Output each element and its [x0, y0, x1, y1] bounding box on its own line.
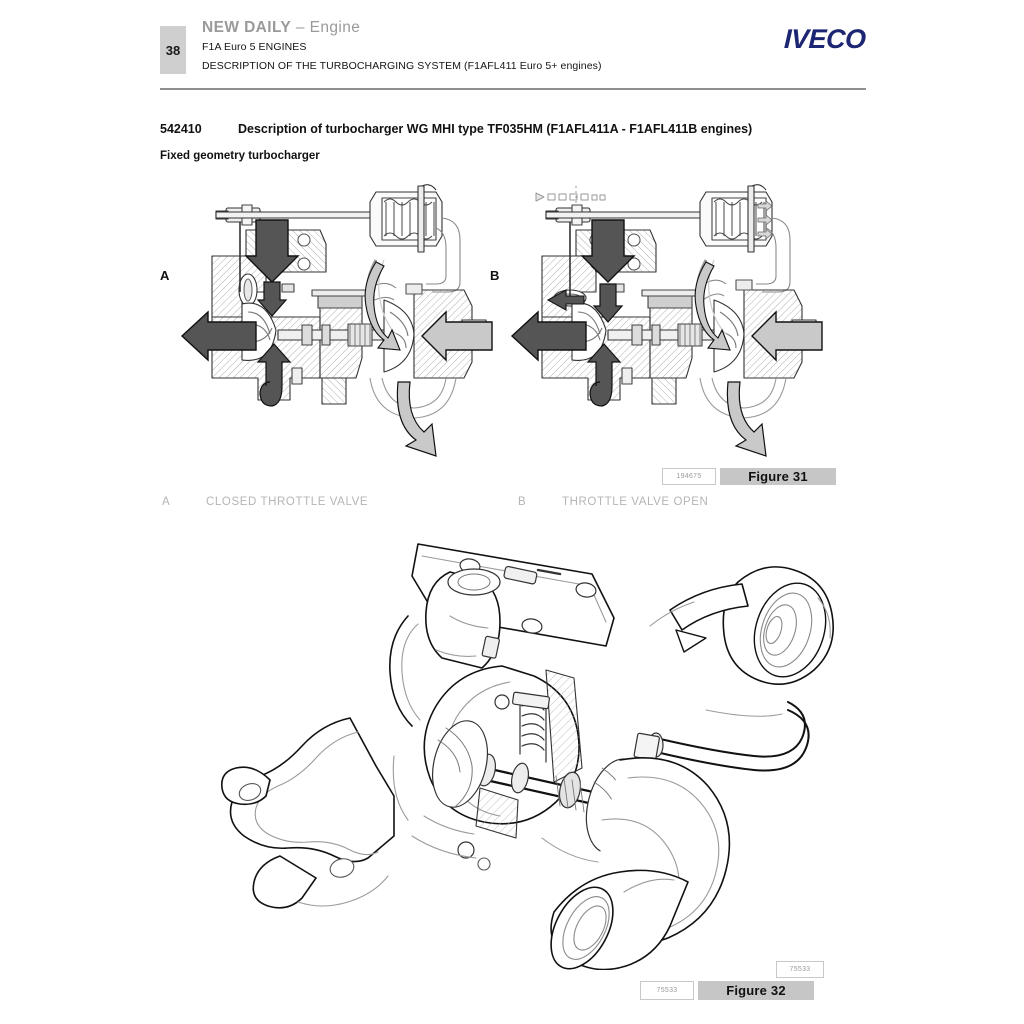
header-subtitle-engines: F1A Euro 5 ENGINES: [202, 41, 307, 53]
figure-31-caption: Figure 31: [720, 468, 836, 485]
figure-31-legend-a: A CLOSED THROTTLE VALVE: [162, 496, 368, 508]
header-text-block: NEW DAILY – Engine F1A Euro 5 ENGINES DE…: [202, 18, 866, 76]
figure-31-legend-b: B THROTTLE VALVE OPEN: [518, 496, 708, 508]
legend-b-key: B: [518, 496, 527, 508]
header-title: NEW DAILY – Engine: [202, 18, 866, 38]
figure-32-reference-code: 75533: [640, 981, 694, 1000]
figure-32-label-bar: 75533 Figure 32: [640, 981, 814, 1000]
flow-arrow-bleed: [546, 289, 585, 311]
flow-arrow-intake-in: [421, 310, 493, 362]
turbocharger-section-a: [170, 172, 500, 468]
header-title-rest: – Engine: [291, 19, 361, 36]
figure-31-illustration: [160, 172, 866, 468]
figure-32-illustration: [150, 520, 874, 970]
legend-a-key: A: [162, 496, 171, 508]
section-title: Description of turbocharger WG MHI type …: [238, 122, 753, 136]
section-heading: 542410 Description of turbocharger WG MHI…: [160, 122, 920, 136]
page-header: 38 NEW DAILY – Engine F1A Euro 5 ENGINES…: [160, 18, 866, 82]
figure-32-caption: Figure 32: [698, 981, 814, 1000]
flow-arrow-exhaust-in: [244, 219, 300, 283]
section-subtitle: Fixed geometry turbocharger: [160, 150, 320, 162]
iveco-logo: IVECO: [783, 24, 867, 54]
header-subtitle-description: DESCRIPTION OF THE TURBOCHARGING SYSTEM …: [202, 60, 602, 72]
legend-a-text: CLOSED THROTTLE VALVE: [206, 496, 369, 508]
figure-31-label-bar: 194675 Figure 31: [662, 468, 836, 485]
legend-b-text: THROTTLE VALVE OPEN: [562, 496, 709, 508]
panel-letter-b: B: [490, 268, 500, 283]
header-title-bold: NEW DAILY: [202, 19, 292, 36]
section-code: 542410: [160, 122, 202, 136]
page-number-box: 38: [160, 26, 186, 74]
figure-32-reference-code-top: 75533: [776, 961, 824, 978]
figure-31-reference-code: 194675: [662, 468, 716, 485]
header-divider: [160, 88, 866, 90]
panel-letter-a: A: [160, 268, 170, 283]
page-number: 38: [165, 42, 181, 58]
turbocharger-section-b: [500, 172, 830, 468]
